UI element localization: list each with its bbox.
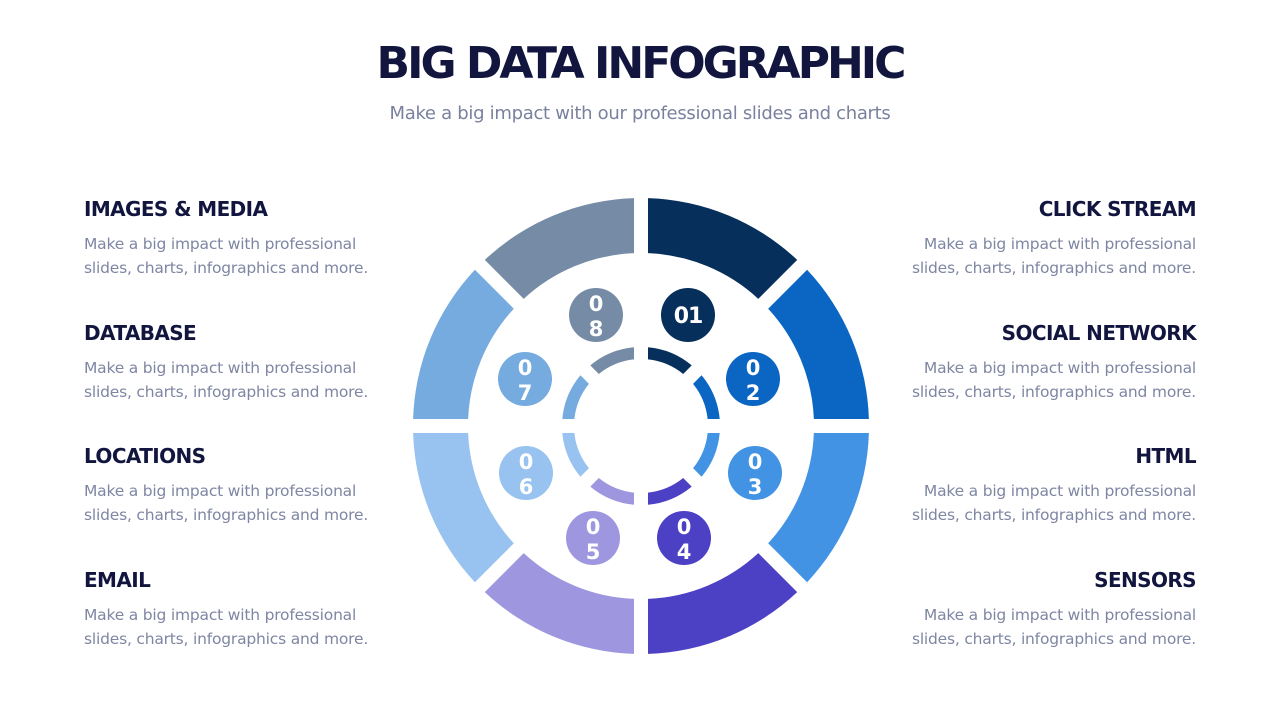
outer-segment-01 bbox=[647, 198, 798, 299]
item-title: HTML bbox=[1135, 444, 1196, 468]
item-description: Make a big impact with professional slid… bbox=[84, 482, 369, 524]
badge-06: 06 bbox=[499, 446, 553, 500]
badge-02: 02 bbox=[726, 352, 780, 406]
item-description: Make a big impact with professional slid… bbox=[84, 359, 369, 401]
item-description: Make a big impact with professional slid… bbox=[84, 606, 369, 648]
outer-segment-08 bbox=[484, 198, 635, 299]
item-description: Make a big impact with professional slid… bbox=[84, 235, 369, 277]
badge-number-line1: 0 bbox=[677, 515, 692, 539]
item-description: Make a big impact with professional slid… bbox=[911, 359, 1196, 401]
badge-07: 07 bbox=[498, 352, 552, 406]
item-title: SOCIAL NETWORK bbox=[1001, 321, 1197, 345]
item-title: DATABASE bbox=[84, 321, 197, 345]
item-click-stream: CLICK STREAM Make a big impact with prof… bbox=[896, 196, 1197, 280]
inner-segment-06 bbox=[562, 432, 589, 477]
badge-number-line1: 0 bbox=[586, 515, 601, 539]
badge-number-line2: 5 bbox=[586, 540, 601, 564]
badge-01: 01 bbox=[661, 288, 715, 342]
badge-03: 03 bbox=[728, 446, 782, 500]
inner-segment-07 bbox=[562, 375, 589, 420]
item-images-media: IMAGES & MEDIA Make a big impact with pr… bbox=[84, 196, 384, 280]
inner-segment-03 bbox=[693, 432, 720, 477]
inner-ring bbox=[562, 347, 720, 505]
outer-segment-02 bbox=[768, 269, 869, 420]
badge-number-line1: 0 bbox=[748, 450, 763, 474]
badge-04: 04 bbox=[657, 511, 711, 565]
item-title: IMAGES & MEDIA bbox=[84, 197, 268, 221]
badge-number-line1: 0 bbox=[518, 356, 533, 380]
outer-segment-04 bbox=[647, 553, 798, 654]
badge-number-line2: 3 bbox=[748, 475, 763, 499]
outer-segment-05 bbox=[484, 553, 635, 654]
badge-number-line1: 0 bbox=[746, 356, 761, 380]
item-html: HTML Make a big impact with professional… bbox=[896, 443, 1197, 527]
inner-segment-08 bbox=[590, 347, 635, 374]
outer-segment-03 bbox=[768, 432, 869, 583]
badge-number-line2: 7 bbox=[518, 381, 533, 405]
badge-number: 01 bbox=[674, 304, 703, 329]
outer-ring bbox=[413, 198, 869, 654]
outer-segment-07 bbox=[413, 269, 514, 420]
item-database: DATABASE Make a big impact with professi… bbox=[84, 320, 384, 404]
badge-08: 08 bbox=[569, 288, 623, 342]
badge-number-line2: 6 bbox=[519, 475, 534, 499]
badge-number-line1: 0 bbox=[589, 292, 604, 316]
item-title: CLICK STREAM bbox=[1038, 197, 1197, 221]
inner-segment-01 bbox=[647, 347, 692, 374]
item-description: Make a big impact with professional slid… bbox=[911, 482, 1196, 524]
badge-number-line2: 2 bbox=[746, 381, 761, 405]
item-title: LOCATIONS bbox=[84, 444, 206, 468]
page-subtitle: Make a big impact with our professional … bbox=[389, 103, 891, 124]
item-email: EMAIL Make a big impact with professiona… bbox=[84, 567, 384, 651]
badge-number-line2: 8 bbox=[589, 317, 604, 341]
inner-segment-05 bbox=[590, 478, 635, 505]
badge-number-line2: 4 bbox=[677, 540, 692, 564]
item-title: SENSORS bbox=[1094, 568, 1196, 592]
item-description: Make a big impact with professional slid… bbox=[911, 235, 1196, 277]
item-locations: LOCATIONS Make a big impact with profess… bbox=[84, 443, 384, 527]
item-sensors: SENSORS Make a big impact with professio… bbox=[896, 567, 1197, 651]
outer-segment-06 bbox=[413, 432, 514, 583]
badge-05: 05 bbox=[566, 511, 620, 565]
item-title: EMAIL bbox=[84, 568, 151, 592]
item-description: Make a big impact with professional slid… bbox=[911, 606, 1196, 648]
item-social-network: SOCIAL NETWORK Make a big impact with pr… bbox=[896, 320, 1197, 404]
badge-number-line1: 0 bbox=[519, 450, 534, 474]
page-title: BIG DATA INFOGRAPHIC bbox=[376, 38, 907, 89]
inner-segment-02 bbox=[693, 375, 720, 420]
inner-segment-04 bbox=[647, 478, 692, 505]
